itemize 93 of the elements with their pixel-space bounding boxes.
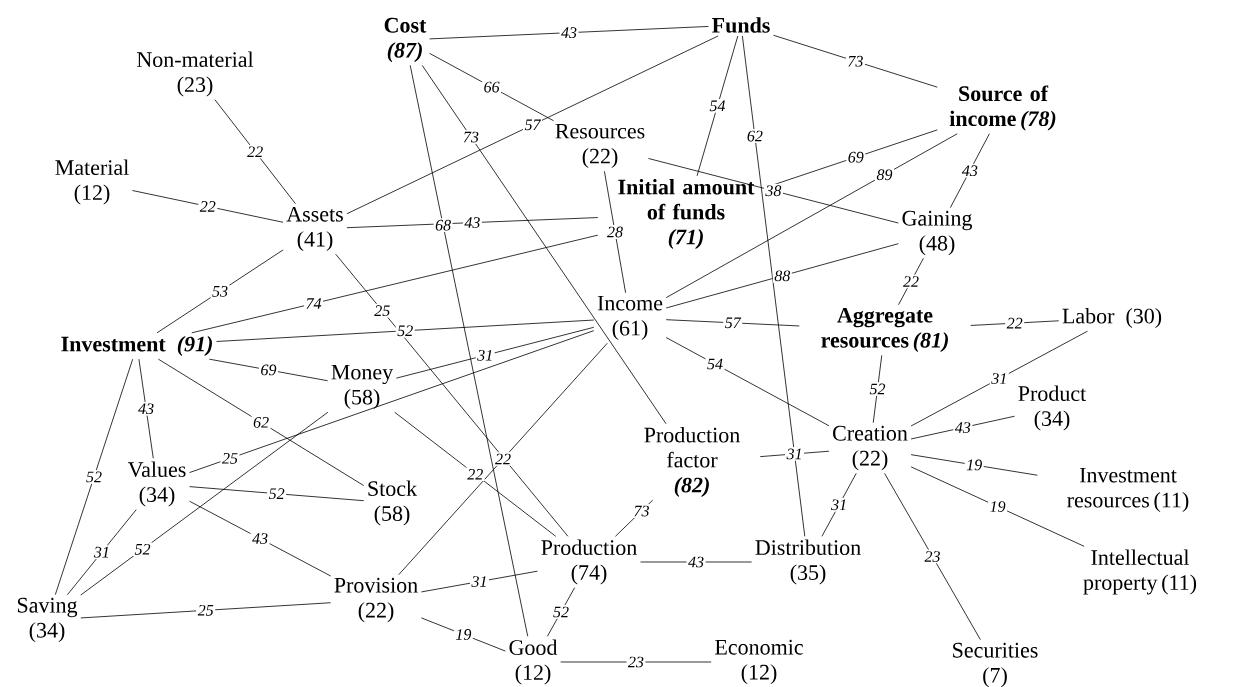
- connector-line: [346, 35, 719, 215]
- connector-line: [741, 35, 806, 537]
- term-label: Creation (22): [833, 425, 908, 471]
- weight-label: 31: [92, 545, 112, 560]
- connector-line: [884, 472, 981, 641]
- connector-line: [398, 342, 608, 576]
- connector-line: [191, 234, 599, 334]
- term-label: Values (34): [127, 461, 186, 507]
- term-label: Product (34): [1018, 385, 1087, 431]
- term-label: Production factor (82): [644, 427, 740, 497]
- connector-line: [773, 34, 938, 88]
- weight-label: 57: [723, 316, 743, 330]
- term-label: Cost (87): [384, 17, 427, 63]
- weight-label: 66: [482, 80, 502, 94]
- term-label: Investment (91): [61, 336, 212, 356]
- connector-line: [665, 337, 830, 427]
- term-label: Funds: [712, 17, 770, 33]
- connector-line: [560, 661, 712, 663]
- term-label: Provision (22): [334, 577, 418, 623]
- term-label: Stock (58): [368, 480, 418, 526]
- term-label: Production (74): [541, 539, 637, 585]
- connector-line: [395, 326, 595, 379]
- connector-line: [910, 466, 1085, 547]
- term-label: Securities (7): [953, 642, 1038, 687]
- connector-line: [429, 26, 709, 40]
- connector-line: [421, 617, 506, 652]
- connector-line: [821, 472, 857, 537]
- term-label: Income (61): [597, 295, 663, 341]
- connector-line: [648, 158, 899, 224]
- connector-line: [54, 358, 134, 596]
- connector-line: [189, 330, 595, 473]
- weight-label: 62: [745, 129, 765, 143]
- connector-line: [970, 320, 1060, 326]
- term-label: Labor (30): [1062, 308, 1162, 328]
- connector-line: [604, 170, 626, 294]
- connector-line: [665, 133, 958, 299]
- weight-label: 69: [846, 150, 866, 165]
- weight-label: 23: [626, 655, 646, 669]
- term-label: Source of income (78): [949, 85, 1056, 131]
- term-label: Non-material (23): [137, 51, 254, 97]
- weight-label: 22: [1005, 316, 1025, 330]
- term-label: Assets (41): [286, 206, 343, 252]
- connector-line: [409, 64, 529, 637]
- connector-line: [910, 454, 1038, 476]
- connector-line: [346, 217, 599, 229]
- weight-label: 73: [632, 504, 652, 518]
- weight-label: 52: [868, 382, 887, 396]
- weight-label: 25: [196, 603, 216, 618]
- connector-line: [335, 253, 569, 537]
- term-label: Money (58): [331, 364, 394, 410]
- connector-line: [773, 129, 938, 185]
- connector-line: [696, 35, 739, 177]
- connector-line: [67, 509, 137, 596]
- weight-label: 73: [461, 130, 481, 144]
- connector-line: [949, 133, 990, 209]
- weight-label: 57: [523, 118, 543, 132]
- connector-line: [615, 499, 654, 537]
- connector-line: [421, 64, 667, 425]
- connector-line: [640, 561, 753, 563]
- term-label: Saving (34): [17, 597, 78, 643]
- connector-line: [898, 257, 924, 306]
- connector-line: [547, 587, 576, 637]
- term-label: Investment resources (11): [1067, 467, 1189, 513]
- connector-line: [394, 411, 557, 537]
- connector-line: [872, 354, 883, 424]
- connector-line: [132, 190, 284, 223]
- term-label: Aggregate resources (81): [821, 307, 948, 353]
- connector-line: [208, 358, 329, 382]
- connector-line: [910, 415, 1015, 440]
- connector-line: [156, 249, 284, 334]
- term-label: Intellectual property (11): [1083, 549, 1197, 595]
- term-label: Good (12): [509, 639, 558, 685]
- connector-line: [80, 602, 332, 619]
- connector-line: [910, 330, 1088, 427]
- weight-label: 52: [133, 542, 153, 557]
- term-label: Resources (22): [555, 123, 645, 169]
- connector-line: [421, 570, 538, 593]
- connector-line: [189, 486, 365, 502]
- connector-line: [665, 319, 800, 327]
- connector-line: [216, 319, 595, 342]
- connector-line: [214, 99, 296, 205]
- connector-line: [759, 450, 830, 458]
- connector-line: [158, 358, 365, 486]
- term-label: Gaining (48): [902, 210, 973, 256]
- connector-line: [429, 52, 554, 122]
- connector-line: [80, 411, 329, 596]
- term-label: Distribution (35): [755, 539, 861, 585]
- connector-line: [189, 500, 332, 577]
- weight-label: 31: [785, 447, 805, 461]
- connector-line: [665, 243, 899, 309]
- connector-line: [138, 358, 154, 459]
- term-label: Material (12): [55, 159, 129, 205]
- term-label: Economic (12): [715, 639, 803, 685]
